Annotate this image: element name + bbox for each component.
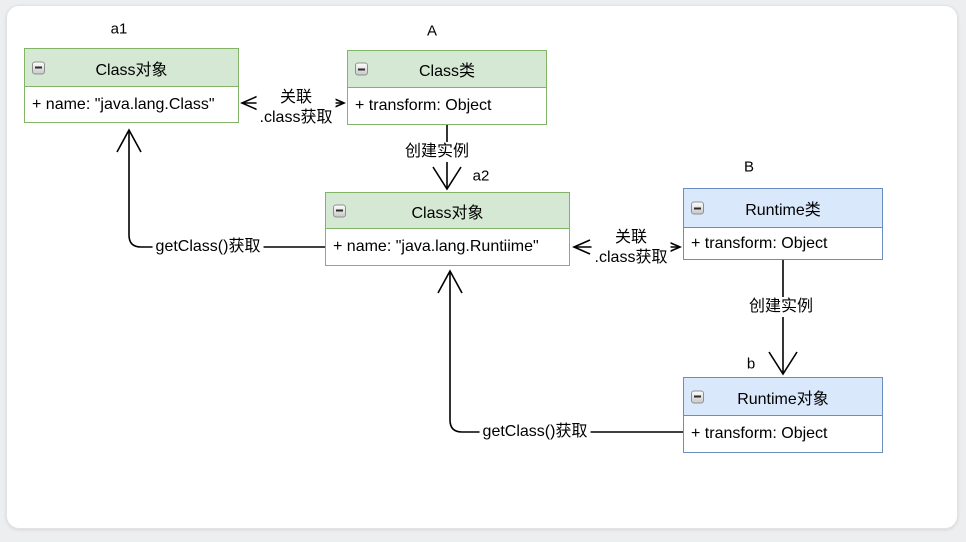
edge-label-line2: .class获取 [594, 249, 668, 266]
node-title: Class对象 [95, 61, 168, 79]
edge-label-assoc-a2-B[interactable]: 关联 .class获取 [591, 228, 671, 268]
node-attribute: + name: "java.lang.Runtiime" [326, 229, 569, 265]
node-B-runtime-class[interactable]: Runtime类 + transform: Object [683, 188, 883, 260]
edge-label-getclass-a2-a1[interactable]: getClass()获取 [152, 237, 264, 257]
node-title: Runtime对象 [737, 390, 829, 408]
edge-label-assoc-a1-A[interactable]: 关联 .class获取 [256, 88, 336, 128]
edge-label-line1: 关联 [279, 89, 312, 106]
node-a2-class-object[interactable]: Class对象 + name: "java.lang.Runtiime" [325, 192, 570, 266]
collapse-icon[interactable] [691, 201, 704, 215]
node-header[interactable]: Class对象 [25, 49, 238, 87]
node-attribute: + transform: Object [684, 228, 882, 259]
collapse-icon[interactable] [32, 61, 45, 74]
node-header[interactable]: Class类 [348, 51, 546, 88]
ref-label-a1[interactable]: a1 [110, 20, 128, 38]
node-attribute: + transform: Object [348, 88, 546, 124]
node-a1-class-object[interactable]: Class对象 + name: "java.lang.Class" [24, 48, 239, 123]
collapse-icon[interactable] [691, 390, 704, 403]
collapse-icon[interactable] [355, 62, 368, 76]
node-header[interactable]: Runtime类 [684, 189, 882, 228]
node-attribute: + transform: Object [684, 416, 882, 452]
edge-label-line2: .class获取 [259, 109, 333, 126]
edge-label-line1: 关联 [614, 229, 647, 246]
edge-label-create-A-a2[interactable]: 创建实例 [401, 142, 473, 162]
ref-label-B[interactable]: B [743, 158, 755, 176]
node-attribute: + name: "java.lang.Class" [25, 87, 238, 122]
node-header[interactable]: Class对象 [326, 193, 569, 229]
node-title: Runtime类 [745, 202, 821, 219]
ref-label-A[interactable]: A [426, 22, 438, 40]
node-A-class-class[interactable]: Class类 + transform: Object [347, 50, 547, 125]
ref-label-a2[interactable]: a2 [472, 167, 490, 185]
edge-label-create-B-b[interactable]: 创建实例 [745, 297, 817, 317]
node-header[interactable]: Runtime对象 [684, 378, 882, 416]
node-title: Class对象 [411, 204, 484, 222]
ref-label-b[interactable]: b [746, 355, 756, 373]
collapse-icon[interactable] [333, 204, 346, 217]
node-b-runtime-object[interactable]: Runtime对象 + transform: Object [683, 377, 883, 453]
edge-label-getclass-b-a2[interactable]: getClass()获取 [479, 422, 591, 442]
node-title: Class类 [418, 63, 475, 80]
